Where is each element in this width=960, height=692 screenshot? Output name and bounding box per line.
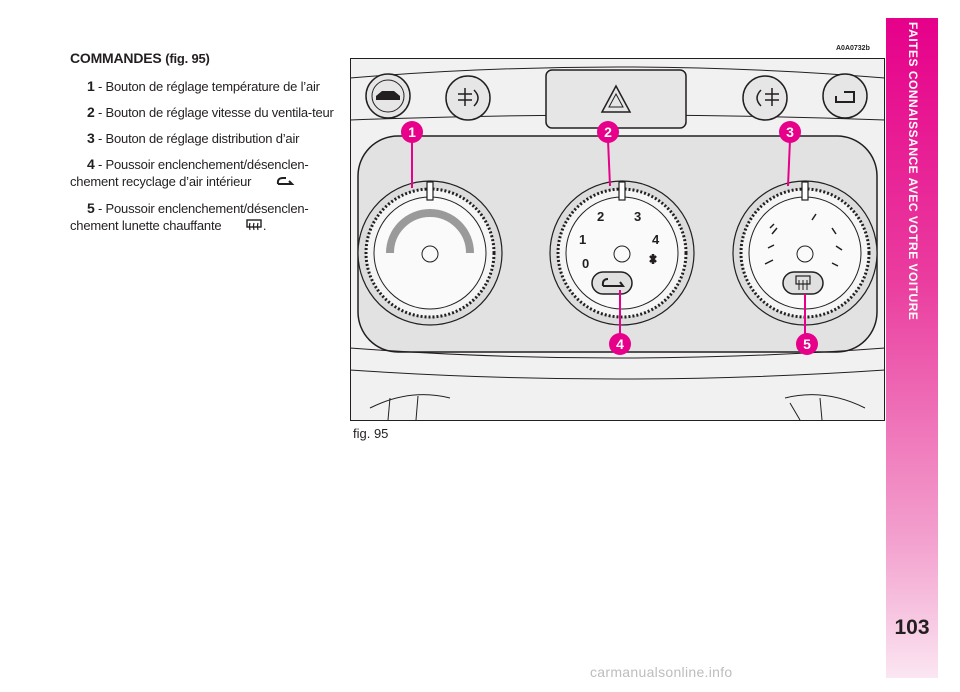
item-number: 4 (87, 156, 95, 172)
callout-3: 3 (779, 121, 801, 143)
item-text: - Bouton de réglage distribution d’air (94, 131, 300, 146)
item-text: - Bouton de réglage vitesse du ventila-t… (94, 105, 334, 120)
figure-caption: fig. 95 (353, 426, 389, 441)
chapter-title: FAITES CONNAISSANCE AVEC VOTRE VOITURE (906, 22, 920, 321)
fan-scale-3: 3 (634, 209, 641, 224)
callout-3-label: 3 (786, 124, 794, 140)
fan-scale-2: 2 (597, 209, 604, 224)
item-1: 1 - Bouton de réglage température de l’a… (70, 78, 340, 95)
callout-1-label: 1 (408, 124, 416, 140)
page-number: 103 (894, 616, 930, 639)
heading-figure-ref: (fig. 95) (165, 51, 210, 66)
climate-control-figure: 0 1 2 3 4 (349, 58, 886, 421)
callout-1: 1 (401, 121, 423, 143)
fan-scale-4: 4 (652, 232, 660, 247)
temperature-knob (357, 180, 503, 326)
item-3: 3 - Bouton de réglage distribution d’air (70, 130, 340, 147)
callout-2: 2 (597, 121, 619, 143)
air-distribution-knob (732, 180, 878, 326)
item-number: 2 (87, 104, 95, 120)
item-number: 3 (87, 130, 95, 146)
callout-5: 5 (796, 333, 818, 355)
callout-2-label: 2 (604, 124, 612, 140)
climate-panel-illustration: 0 1 2 3 4 (349, 58, 886, 421)
recirculation-icon (258, 174, 295, 191)
item-2: 2 - Bouton de réglage vitesse du ventila… (70, 104, 340, 121)
watermark: carmanualsonline.info (590, 664, 733, 680)
section-heading: COMMANDES (fig. 95) (70, 50, 340, 67)
fan-speed-knob: 0 1 2 3 4 (549, 180, 695, 326)
item-suffix: . (262, 218, 267, 234)
item-5: 5 - Poussoir enclenchement/désenclen-che… (70, 200, 340, 236)
item-text: - Poussoir enclenchement/désenclen-cheme… (70, 201, 309, 234)
figure-code: A0A0732b (836, 45, 870, 52)
item-number: 1 (87, 78, 95, 94)
top-buttons (365, 69, 868, 129)
instructions-column: COMMANDES (fig. 95) 1 - Bouton de réglag… (70, 50, 340, 245)
rear-defrost-icon (228, 218, 263, 236)
fan-scale-0: 0 (582, 256, 589, 271)
callout-5-label: 5 (803, 336, 811, 352)
callout-lines (411, 139, 806, 336)
item-number: 5 (87, 200, 95, 217)
chapter-sidebar (886, 18, 938, 678)
chapter-title-container: FAITES CONNAISSANCE AVEC VOTRE VOITURE (886, 18, 938, 398)
fan-scale-1: 1 (579, 232, 586, 247)
item-text: - Bouton de réglage température de l’air (94, 79, 320, 94)
item-4: 4 - Poussoir enclenchement/désenclen-che… (70, 156, 340, 191)
item-text: - Poussoir enclenchement/désenclen-cheme… (70, 157, 309, 189)
callout-4: 4 (609, 333, 631, 355)
callout-4-label: 4 (616, 336, 624, 352)
heading-title: COMMANDES (70, 50, 162, 66)
